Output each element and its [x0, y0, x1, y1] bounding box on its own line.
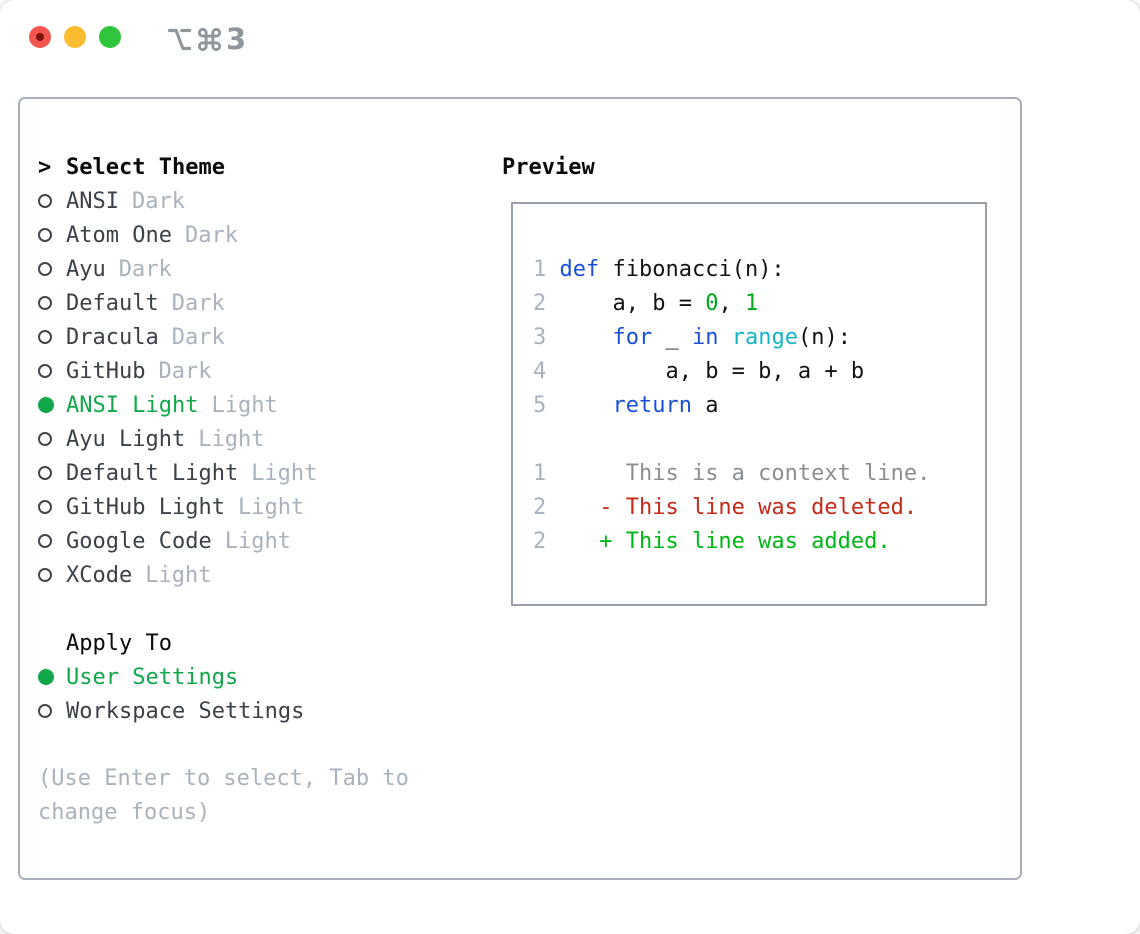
window-title: 3	[166, 22, 246, 56]
radio-icon	[38, 466, 66, 480]
titlebar: 3	[0, 0, 1140, 75]
code-line: 3 for _ in range(n):	[533, 324, 851, 350]
radio-icon	[38, 330, 66, 344]
option-icon	[167, 28, 192, 50]
help-text: (Use Enter to select, Tab to change focus…	[38, 762, 409, 830]
radio-icon	[38, 194, 66, 208]
theme-option-ansi-light[interactable]: ANSI Light Light	[38, 388, 409, 422]
option-variant: Dark	[118, 256, 172, 282]
code-line: 4 a, b = b, a + b	[533, 358, 865, 384]
option-label: ANSI Light	[66, 392, 199, 418]
theme-option-xcode[interactable]: XCode Light	[38, 558, 409, 592]
spacer	[38, 592, 409, 626]
radio-icon	[38, 534, 66, 548]
option-label: Default Light	[66, 460, 239, 486]
spacer	[38, 728, 409, 762]
option-variant: Dark	[171, 290, 225, 316]
option-variant: Light	[198, 426, 265, 452]
option-label: GitHub Light	[66, 494, 225, 520]
line-number	[533, 427, 546, 452]
theme-option-ansi[interactable]: ANSI Dark	[38, 184, 409, 218]
code-line: 1 def fibonacci(n):	[533, 256, 785, 282]
option-label: GitHub	[66, 358, 146, 384]
minimize-button[interactable]	[64, 26, 86, 48]
line-number: 3	[533, 324, 547, 350]
theme-option-google-code[interactable]: Google Code Light	[38, 524, 409, 558]
theme-option-default[interactable]: Default Dark	[38, 286, 409, 320]
theme-option-dracula[interactable]: Dracula Dark	[38, 320, 409, 354]
preview-title: Preview	[502, 154, 595, 180]
help-line: (Use Enter to select, Tab to	[38, 766, 409, 791]
apply-option-user-settings[interactable]: User Settings	[38, 660, 409, 694]
help-line: change focus)	[38, 800, 211, 825]
radio-icon	[38, 568, 66, 582]
line-number: 4	[533, 358, 547, 384]
apply-option-workspace-settings[interactable]: Workspace Settings	[38, 694, 409, 728]
command-icon	[197, 27, 222, 51]
code-line: 1 This is a context line.	[533, 460, 931, 486]
apply-to-title: Apply To	[66, 630, 172, 656]
zoom-button[interactable]	[99, 26, 121, 48]
radio-icon	[38, 704, 66, 718]
theme-option-ayu-light[interactable]: Ayu Light Light	[38, 422, 409, 456]
option-variant: Dark	[158, 358, 212, 384]
code-line: 5 return a	[533, 392, 719, 418]
theme-option-github[interactable]: GitHub Dark	[38, 354, 409, 388]
radio-icon	[38, 262, 66, 276]
option-label: Google Code	[66, 528, 212, 554]
option-label: User Settings	[66, 664, 239, 690]
code-line: 2 + This line was added.	[533, 528, 891, 554]
prompt-caret: >	[38, 154, 52, 180]
traffic-lights	[29, 26, 121, 48]
code-line: 2 a, b = 0, 1	[533, 290, 759, 316]
option-label: Workspace Settings	[66, 698, 305, 724]
radio-icon	[38, 500, 66, 514]
radio-icon	[38, 364, 66, 378]
preview-box: 1 def fibonacci(n): 2 a, b = 0, 1 3 for _ …	[511, 202, 987, 606]
close-dot-icon	[36, 33, 44, 41]
window-title-number: 3	[226, 22, 247, 56]
option-variant: Dark	[131, 188, 185, 214]
option-label: Default	[66, 290, 159, 316]
option-variant: Dark	[184, 222, 238, 248]
option-label: XCode	[66, 562, 133, 588]
select-theme-header: > Select Theme	[38, 150, 409, 184]
option-variant: Light	[145, 562, 212, 588]
line-number: 2	[533, 290, 547, 316]
select-theme-title: Select Theme	[66, 154, 225, 180]
radio-icon	[38, 228, 66, 242]
option-label: Ayu	[66, 256, 106, 282]
theme-option-default-light[interactable]: Default Light Light	[38, 456, 409, 490]
line-number: 1	[533, 460, 547, 486]
line-number: 2	[533, 528, 547, 554]
option-label: Atom One	[66, 222, 172, 248]
option-variant: Light	[224, 528, 291, 554]
option-label: ANSI	[66, 188, 119, 214]
theme-option-github-light[interactable]: GitHub Light Light	[38, 490, 409, 524]
code-line	[533, 422, 975, 456]
option-variant: Light	[211, 392, 278, 418]
code-line: 2 - This line was deleted.	[533, 494, 918, 520]
radio-icon	[38, 432, 66, 446]
line-number: 2	[533, 494, 547, 520]
theme-option-ayu[interactable]: Ayu Dark	[38, 252, 409, 286]
line-number: 1	[533, 256, 547, 282]
option-variant: Dark	[171, 324, 225, 350]
close-button[interactable]	[29, 26, 51, 48]
option-label: Dracula	[66, 324, 159, 350]
radio-selected-icon	[38, 397, 66, 413]
option-label: Ayu Light	[66, 426, 186, 452]
radio-selected-icon	[38, 669, 66, 685]
option-variant: Light	[251, 460, 318, 486]
radio-icon	[38, 296, 66, 310]
theme-option-atom-one[interactable]: Atom One Dark	[38, 218, 409, 252]
line-number: 5	[533, 392, 547, 418]
option-variant: Light	[237, 494, 305, 520]
